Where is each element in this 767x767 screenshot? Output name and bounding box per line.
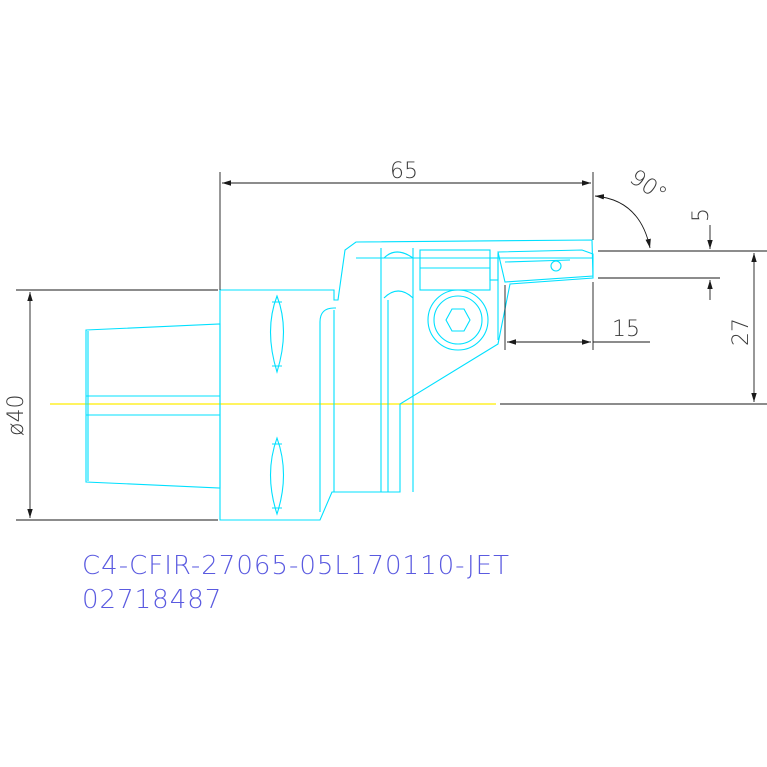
- dimension-lines: [16, 172, 767, 521]
- part-code: C4-CFIR-27065-05L170110-JET: [82, 551, 510, 581]
- dim-diameter-label: ø40: [4, 395, 29, 436]
- dim-length-label: 65: [390, 159, 418, 184]
- dim-width-label: 15: [612, 317, 640, 342]
- article-number: 02718487: [82, 585, 223, 615]
- drawing-background: [0, 160, 767, 610]
- tool-holder-outline: [85, 239, 594, 521]
- dim-height-label: 27: [729, 318, 754, 346]
- dim-offset-label: 5: [689, 208, 714, 222]
